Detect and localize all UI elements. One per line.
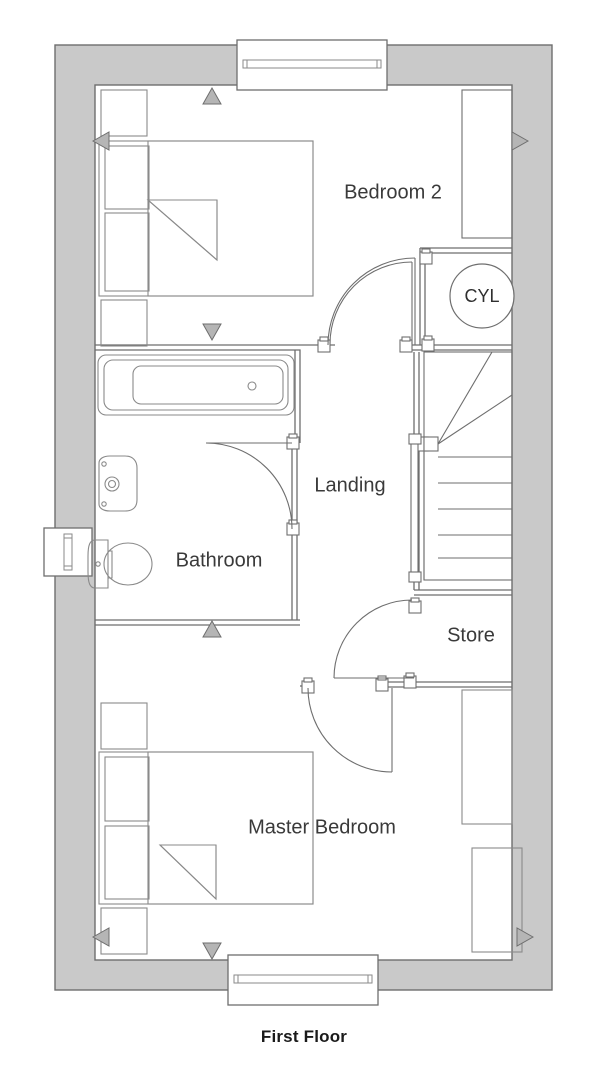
arrow-up-bedroom2 [202, 86, 222, 105]
window-left-bathroom [43, 527, 93, 577]
room-label-bedroom-2: Bedroom 2 [344, 181, 442, 203]
wardrobe-bedroom-2 [461, 89, 513, 239]
bed-bedroom-2 [98, 89, 314, 347]
outer-wall-group [54, 44, 553, 991]
interior-floor [94, 84, 513, 961]
arrow-down-bedroom2 [202, 323, 222, 342]
arrow-right-bedroom2 [511, 131, 530, 151]
arrow-up-master [202, 619, 222, 638]
room-label-landing: Landing [314, 474, 385, 496]
floor-plan-caption: First Floor [260, 1027, 348, 1046]
room-label-master-bedroom: Master Bedroom [248, 816, 396, 838]
arrow-down-master [202, 942, 222, 961]
arrow-right-master [516, 927, 535, 947]
toilet [87, 539, 153, 589]
cylinder-label: CYL [464, 286, 499, 306]
direction-arrows [91, 86, 535, 961]
wardrobe-master-bedroom [461, 689, 523, 953]
bed-master-bedroom [98, 702, 314, 955]
door-store [333, 599, 414, 679]
door-bedroom-2 [327, 257, 416, 346]
window-bottom [227, 954, 379, 1006]
arrow-left-bedroom2 [91, 131, 110, 151]
arrow-left-master [91, 927, 110, 947]
door-master-bedroom [307, 687, 393, 773]
window-top [236, 39, 388, 91]
door-bathroom [205, 442, 293, 530]
cylinder-symbol: CYL [449, 263, 515, 329]
room-label-bathroom: Bathroom [176, 549, 263, 571]
room-label-store: Store [447, 624, 495, 646]
bathtub [97, 354, 295, 416]
staircase [408, 351, 513, 583]
wash-basin [98, 455, 138, 512]
